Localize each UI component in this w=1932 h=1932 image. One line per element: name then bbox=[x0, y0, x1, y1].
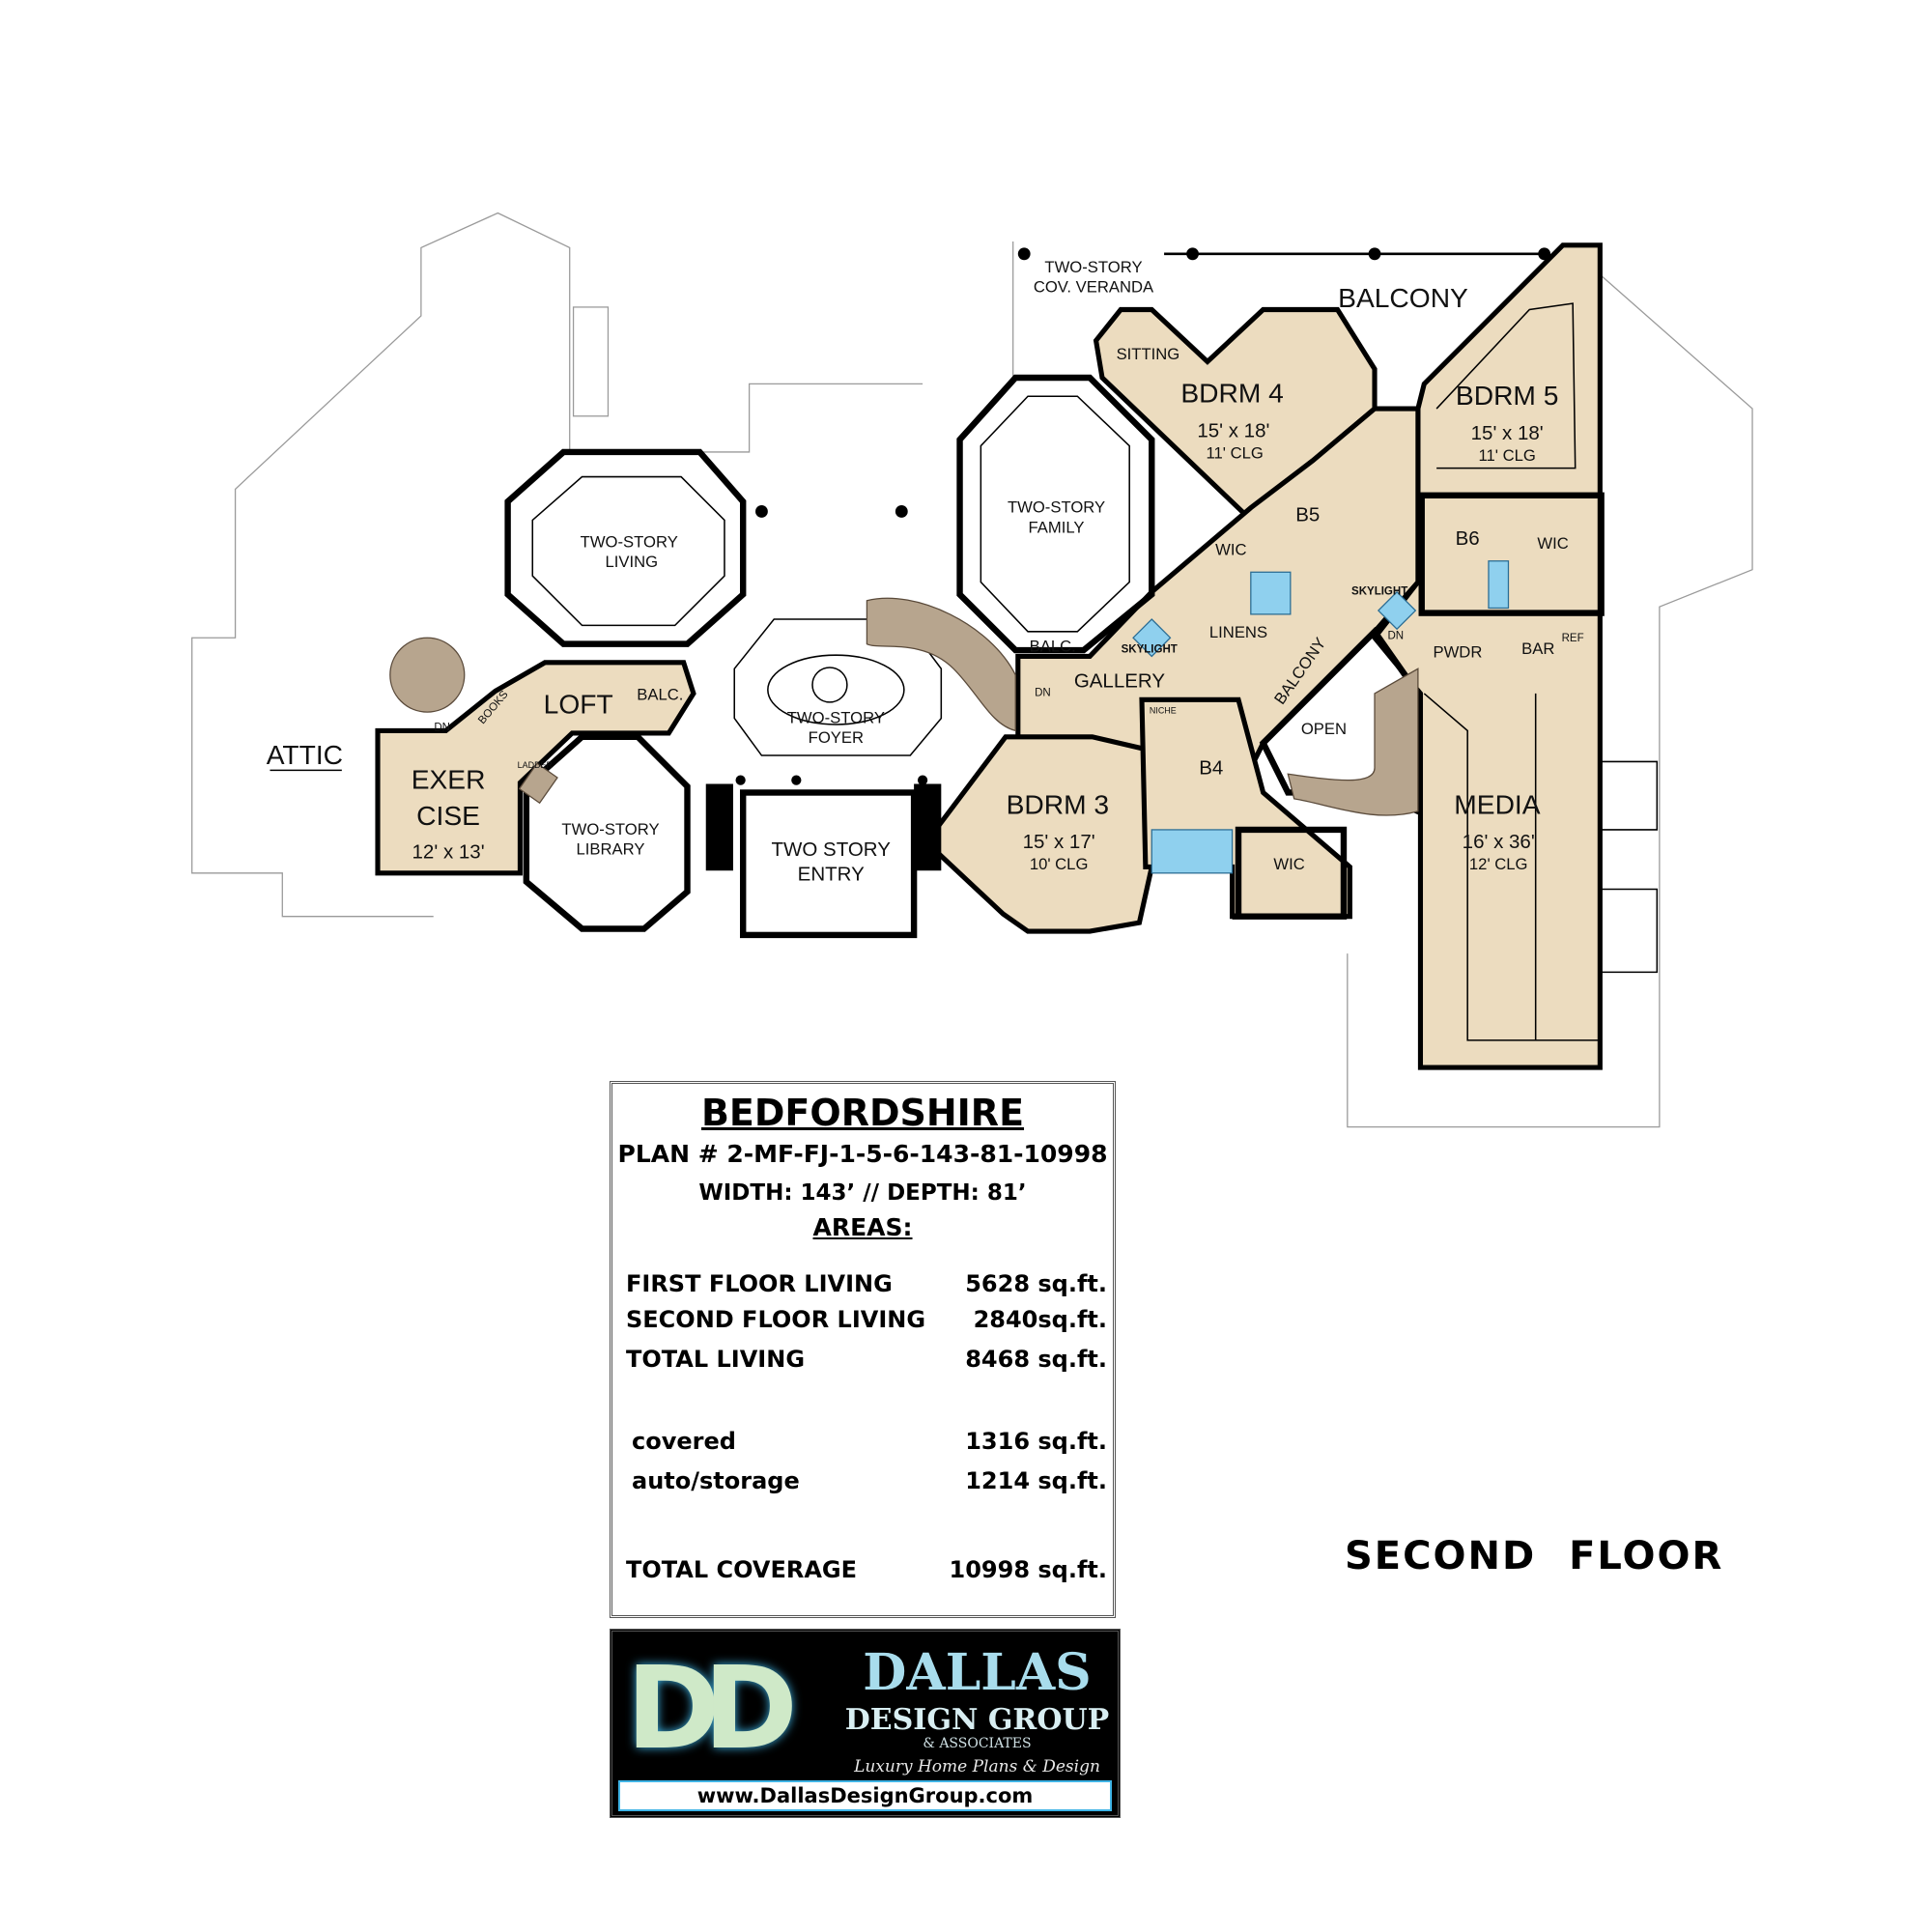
bdrm4-ceiling: 11' CLG bbox=[1206, 443, 1263, 462]
east-wing-area bbox=[1371, 242, 1603, 1070]
linens-label: LINENS bbox=[1209, 623, 1267, 641]
family-room-walls bbox=[956, 374, 1155, 654]
wic-b4-label: WIC bbox=[1273, 855, 1304, 873]
b6-label: B6 bbox=[1456, 527, 1480, 550]
plan-number: PLAN # 2-MF-FJ-1-5-6-143-81-10998 bbox=[617, 1140, 1108, 1168]
veranda-label: TWO-STORY bbox=[1044, 258, 1142, 276]
sitting-label: SITTING bbox=[1117, 345, 1180, 363]
skylight-icon bbox=[1132, 618, 1172, 658]
logo-subname: DESIGN GROUP bbox=[844, 1703, 1110, 1737]
area-row: TOTAL COVERAGE 10998 sq.ft. bbox=[626, 1556, 1107, 1583]
area-value: 1316 sq.ft. bbox=[965, 1428, 1107, 1455]
living-label-2: LIVING bbox=[606, 553, 659, 571]
entry-label-2: ENTRY bbox=[798, 864, 865, 886]
foyer-label: TWO-STORY bbox=[787, 709, 885, 727]
bdrm3-ceiling: 10' CLG bbox=[1030, 855, 1089, 873]
logo-name: DALLAS bbox=[863, 1643, 1092, 1702]
balc-loft-label: BALC. bbox=[637, 685, 683, 703]
bdrm5-label: BDRM 5 bbox=[1456, 380, 1559, 411]
dn-label-2: DN bbox=[1035, 687, 1051, 698]
area-label: FIRST FLOOR LIVING bbox=[626, 1270, 893, 1297]
dn-label: DN bbox=[1387, 631, 1404, 642]
bar-label: BAR bbox=[1521, 639, 1554, 658]
area-value: 2840sq.ft. bbox=[973, 1306, 1107, 1333]
entry-label: TWO STORY bbox=[772, 838, 892, 861]
b4-label: B4 bbox=[1199, 756, 1223, 779]
b5-label: B5 bbox=[1295, 504, 1320, 526]
dn-label-3: DN bbox=[434, 722, 450, 733]
logo-tagline: Luxury Home Plans & Design bbox=[854, 1757, 1100, 1776]
plan-info-box: BEDFORDSHIRE PLAN # 2-MF-FJ-1-5-6-143-81… bbox=[610, 1081, 1116, 1618]
area-label: auto/storage bbox=[632, 1467, 800, 1494]
library-label: TWO-STORY bbox=[561, 820, 659, 838]
media-size: 16' x 36' bbox=[1463, 831, 1535, 853]
main-stair bbox=[866, 597, 1016, 732]
ref-label: REF bbox=[1562, 633, 1584, 644]
plan-dimensions: WIDTH: 143’ // DEPTH: 81’ bbox=[698, 1180, 1027, 1206]
area-value: 1214 sq.ft. bbox=[965, 1467, 1107, 1494]
media-ceiling: 12' CLG bbox=[1469, 855, 1528, 873]
floor-title: SECOND FLOOR bbox=[1345, 1534, 1724, 1578]
area-row: SECOND FLOOR LIVING 2840sq.ft. bbox=[626, 1306, 1107, 1333]
logo-associates: & ASSOCIATES bbox=[923, 1736, 1032, 1751]
open-label: OPEN bbox=[1301, 720, 1347, 738]
exercise-label-2: CISE bbox=[416, 800, 480, 831]
logo-monogram: DD bbox=[626, 1641, 798, 1775]
wic-b5-label: WIC bbox=[1215, 540, 1246, 558]
spiral-stair bbox=[389, 637, 466, 713]
plan-name: BEDFORDSHIRE bbox=[700, 1092, 1025, 1134]
rear-stair bbox=[1287, 668, 1419, 816]
area-row: auto/storage 1214 sq.ft. bbox=[626, 1467, 1107, 1494]
logo-url: www.DallasDesignGroup.com bbox=[618, 1780, 1112, 1811]
exercise-label: EXER bbox=[412, 764, 486, 795]
bdrm3-area bbox=[923, 734, 1154, 934]
balcony-label: BALCONY bbox=[1338, 282, 1468, 313]
area-row: FIRST FLOOR LIVING 5628 sq.ft. bbox=[626, 1270, 1107, 1297]
loft-label: LOFT bbox=[544, 688, 613, 719]
bdrm3-label: BDRM 3 bbox=[1007, 788, 1110, 819]
ladder-label: LADDER bbox=[518, 760, 554, 770]
area-value: 8468 sq.ft. bbox=[965, 1346, 1107, 1373]
family-label-2: FAMILY bbox=[1029, 518, 1085, 536]
skylight-icon-2 bbox=[1377, 590, 1417, 631]
bdrm4-size: 15' x 18' bbox=[1197, 420, 1269, 442]
niche-label: NICHE bbox=[1150, 705, 1177, 715]
foyer-label-2: FOYER bbox=[809, 728, 864, 747]
bdrm3-size: 15' x 17' bbox=[1023, 831, 1095, 853]
family-label: TWO-STORY bbox=[1008, 498, 1105, 517]
area-label: SECOND FLOOR LIVING bbox=[626, 1306, 926, 1333]
bdrm4-label: BDRM 4 bbox=[1180, 378, 1284, 409]
skylight-label-2: SKYLIGHT bbox=[1122, 644, 1178, 656]
bdrm4-area bbox=[1093, 306, 1378, 518]
area-label: TOTAL LIVING bbox=[626, 1346, 806, 1373]
veranda-label-2: COV. VERANDA bbox=[1034, 278, 1154, 297]
attic-label: ATTIC bbox=[267, 739, 343, 770]
skylight-label: SKYLIGHT bbox=[1351, 585, 1407, 597]
area-value: 5628 sq.ft. bbox=[965, 1270, 1107, 1297]
media-label: MEDIA bbox=[1454, 788, 1540, 819]
living-label: TWO-STORY bbox=[581, 533, 678, 552]
balc-gallery-label: BALC. bbox=[1030, 637, 1076, 655]
areas-heading: AREAS: bbox=[812, 1213, 913, 1241]
gallery-label: GALLERY bbox=[1074, 670, 1166, 693]
area-row: TOTAL LIVING 8468 sq.ft. bbox=[626, 1346, 1107, 1373]
company-logo: DD DALLAS DESIGN GROUP & ASSOCIATES Luxu… bbox=[610, 1629, 1121, 1818]
bdrm5-size: 15' x 18' bbox=[1471, 422, 1544, 444]
area-label: covered bbox=[632, 1428, 736, 1455]
living-room-walls bbox=[504, 448, 747, 647]
bdrm5-ceiling: 11' CLG bbox=[1479, 446, 1536, 465]
exercise-size: 12' x 13' bbox=[412, 840, 485, 863]
wic-b6-label: WIC bbox=[1537, 534, 1568, 553]
area-label: TOTAL COVERAGE bbox=[626, 1556, 857, 1583]
library-walls bbox=[523, 733, 691, 932]
pwdr-label: PWDR bbox=[1433, 643, 1482, 662]
area-value: 10998 sq.ft. bbox=[949, 1556, 1107, 1583]
area-row: covered 1316 sq.ft. bbox=[626, 1428, 1107, 1455]
library-label-2: LIBRARY bbox=[577, 840, 645, 859]
